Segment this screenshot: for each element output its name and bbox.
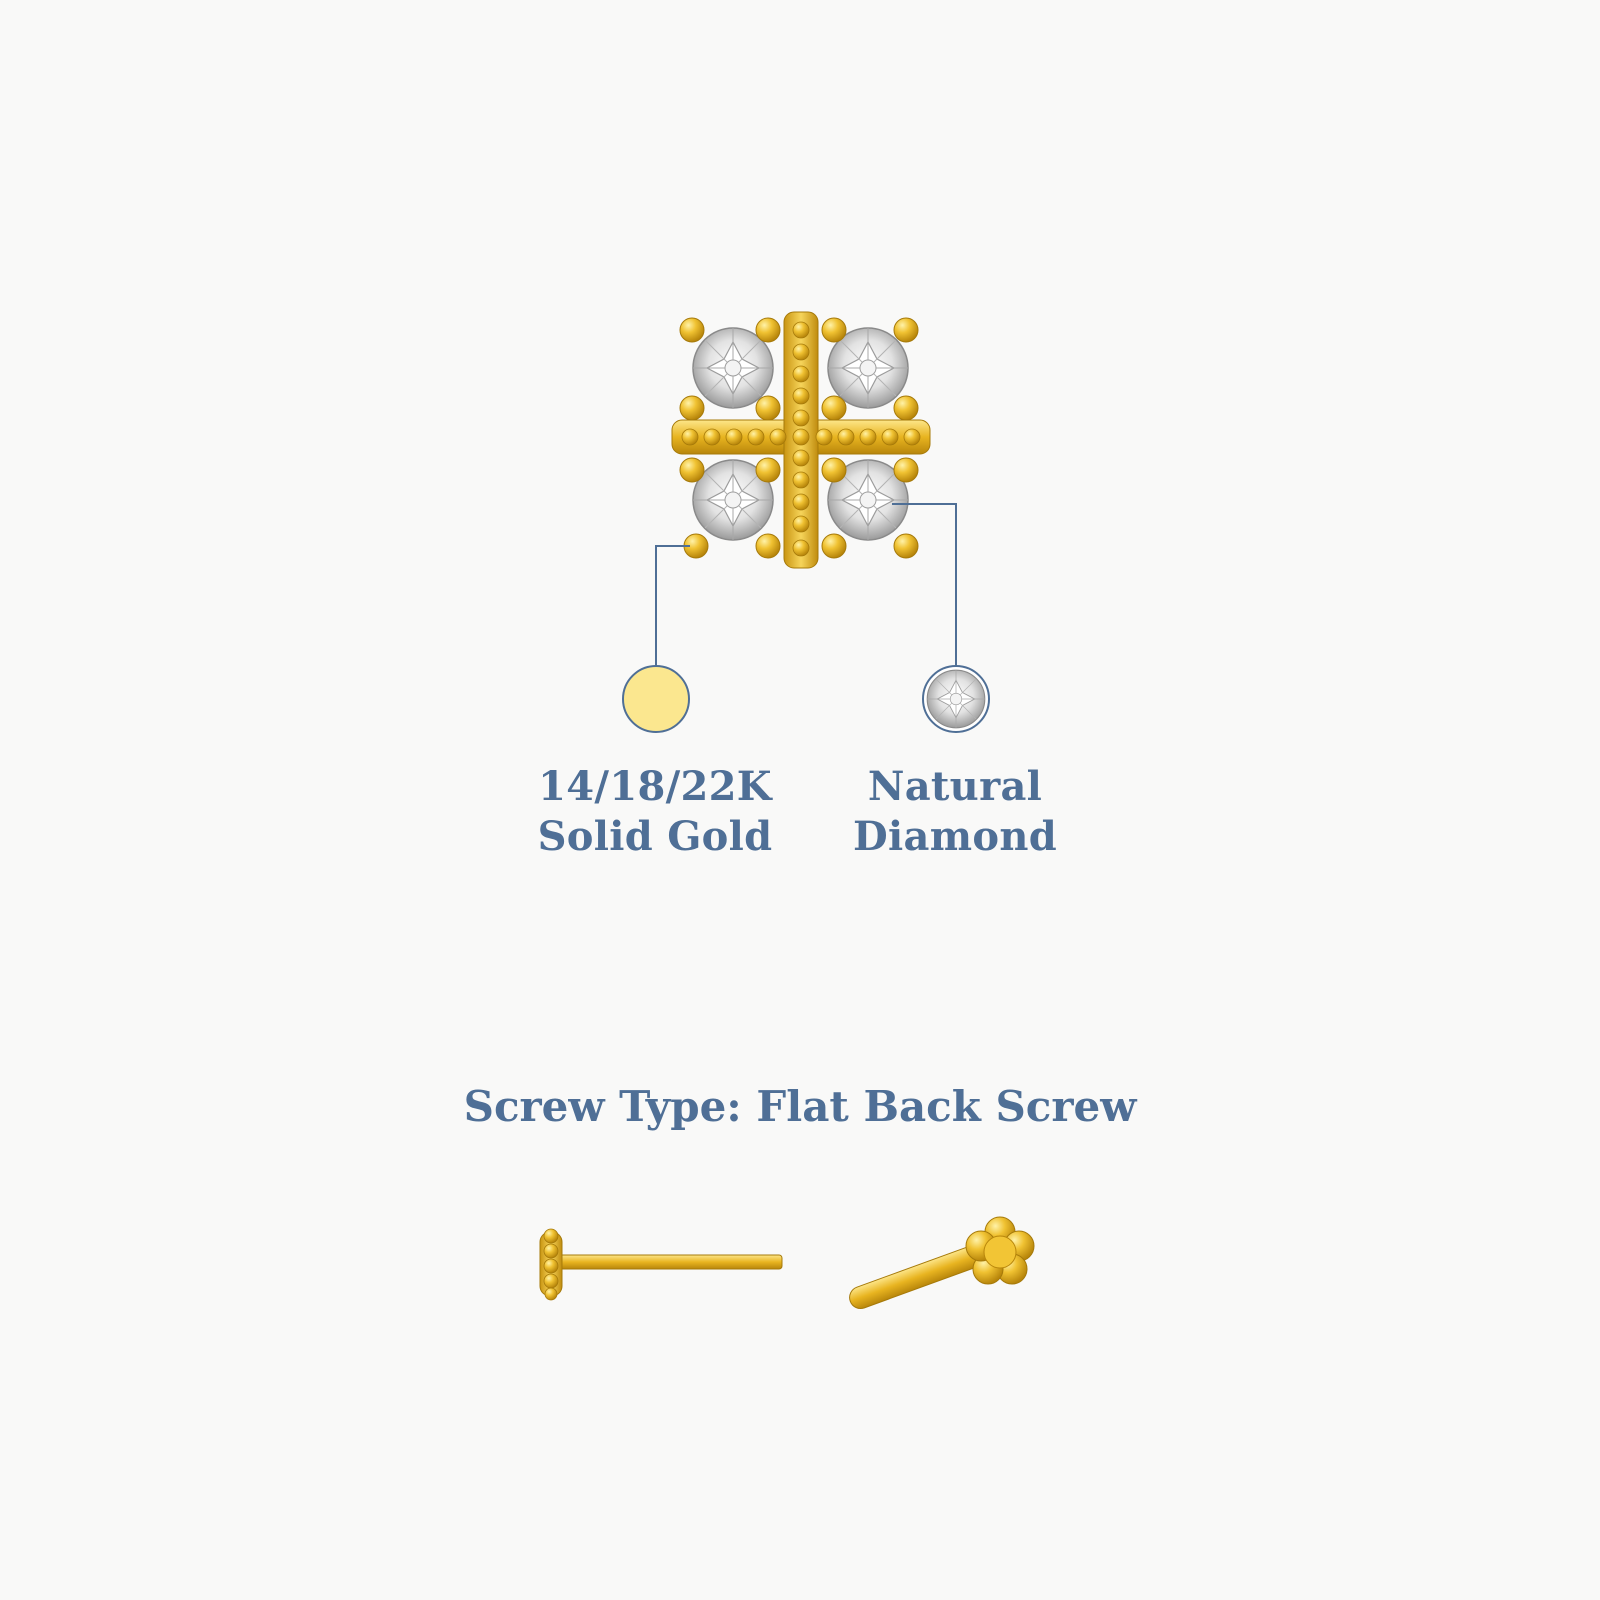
gold-karat-label: 14/18/22K: [538, 763, 772, 810]
gold-type-label: Solid Gold: [537, 813, 773, 860]
earring-stud-icon: [671, 311, 931, 569]
diamond-material-caption: Natural Diamond: [800, 762, 1110, 862]
flat-back-screw-angled-icon: [849, 1216, 1035, 1310]
diamond-leader-line: [892, 503, 957, 666]
diamond-swatch-icon: [922, 665, 990, 733]
flat-back-screw-side-icon: [539, 1228, 783, 1301]
screw-type-title: Screw Type: Flat Back Screw: [463, 1082, 1137, 1131]
diamond-origin-label: Natural: [867, 763, 1043, 810]
gold-material-caption: 14/18/22K Solid Gold: [500, 762, 810, 862]
diamond-type-label: Diamond: [853, 813, 1057, 860]
gold-leader-line: [655, 545, 690, 666]
gold-swatch-icon: [622, 665, 690, 733]
